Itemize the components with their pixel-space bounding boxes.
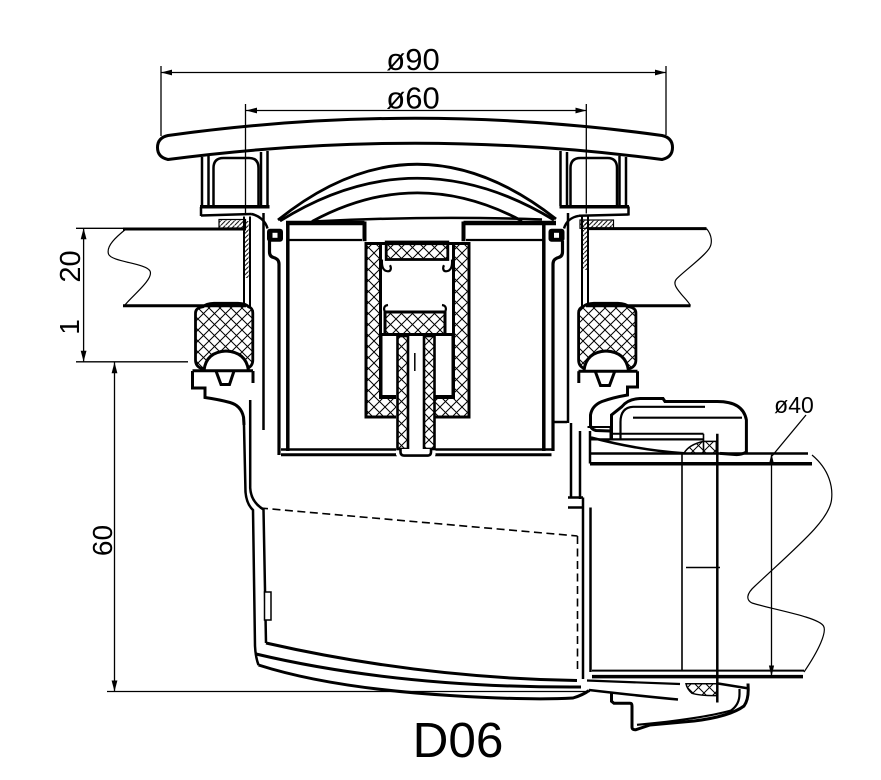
svg-text:20: 20 [55, 250, 87, 282]
svg-text:D06: D06 [413, 713, 504, 768]
svg-text:ø60: ø60 [386, 81, 439, 116]
svg-text:60: 60 [87, 525, 118, 556]
svg-text:ø40: ø40 [774, 392, 814, 418]
svg-text:ø90: ø90 [386, 42, 439, 77]
svg-text:1: 1 [54, 319, 85, 335]
